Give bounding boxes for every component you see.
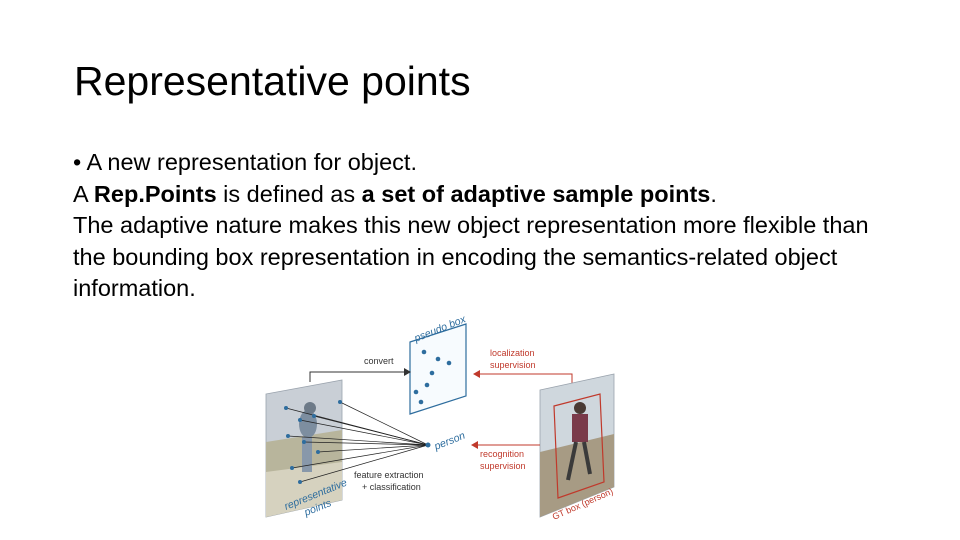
definition-emphasis: a set of adaptive sample points — [361, 180, 711, 207]
feature-extraction-label-2: + classification — [362, 482, 421, 492]
body-text: • A new representation for object. A Rep… — [73, 147, 893, 305]
localization-arrow — [473, 370, 573, 384]
convert-arrow — [309, 368, 411, 382]
person-label: person — [432, 430, 467, 454]
feature-extraction-label-1: feature extraction — [354, 470, 424, 480]
definition-period: . — [710, 180, 717, 207]
recognition-label-1: recognition — [480, 449, 524, 459]
left-image-panel — [265, 379, 343, 518]
convert-label: convert — [364, 356, 394, 366]
slide-title: Representative points — [74, 58, 471, 104]
localization-label-2: supervision — [490, 360, 536, 370]
bullet-text: A new representation for object. — [86, 149, 417, 175]
definition-text-c: is defined as — [216, 180, 362, 207]
reppoints-diagram: pseudo box convert localization supervis… — [265, 313, 615, 522]
bullet-line: • A new representation for object. — [73, 147, 893, 179]
reppoints-figure: pseudo box convert localization supervis… — [258, 312, 628, 527]
feature-lines — [285, 401, 429, 483]
sample-points — [284, 400, 431, 484]
definition-text-a: A — [73, 180, 94, 207]
localization-label-1: localization — [490, 348, 535, 358]
definition-term: Rep.Points — [93, 180, 217, 207]
recognition-label-2: supervision — [480, 461, 526, 471]
right-image-panel — [539, 373, 615, 518]
definition-line: A Rep.Points is defined as a set of adap… — [73, 179, 893, 211]
bullet-glyph: • — [73, 149, 82, 175]
pseudo-box-plane — [409, 323, 467, 415]
description-paragraph: The adaptive nature makes this new objec… — [73, 212, 869, 301]
recognition-arrow — [471, 441, 540, 449]
